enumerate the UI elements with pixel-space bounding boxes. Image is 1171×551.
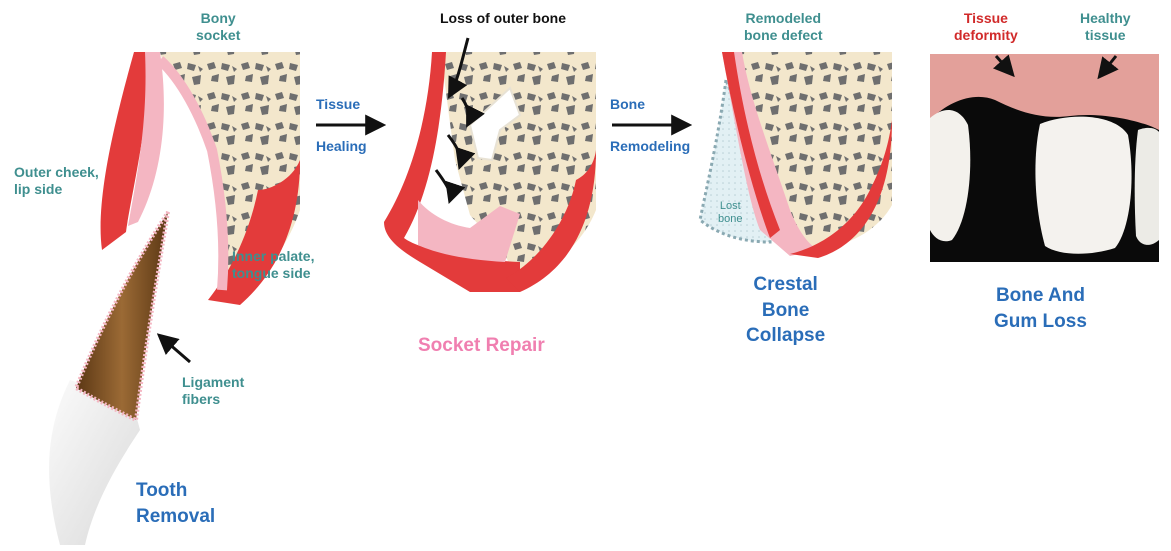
inner-palate-line1: Inner palate,: [232, 248, 315, 264]
inner-palate-line2: tongue side: [232, 264, 311, 281]
stage2-repair-drawing: [384, 37, 596, 292]
bony-socket-line1: Bony: [200, 10, 236, 26]
remodeling-label: Remodeling: [610, 138, 691, 154]
ligament-label: Ligament fibers: [182, 374, 244, 408]
bony-socket-label: Bony socket: [196, 10, 240, 44]
loss-arrow-main: [448, 37, 470, 99]
loss-arrow-3: [434, 169, 466, 204]
ligament-arrow: [156, 333, 191, 364]
outer-wall-inner: [128, 52, 164, 226]
tooth-root: [73, 210, 170, 424]
gum-photo: [930, 54, 1159, 262]
healthy-tissue-label: Healthy tissue: [1080, 10, 1131, 44]
tissue-deformity-line2: deformity: [954, 26, 1018, 43]
outer-cheek-label: Outer cheek, lip side: [14, 164, 99, 198]
repair-white-arrow: [468, 86, 522, 162]
tooth-removal-title: Tooth Removal: [136, 478, 215, 529]
bone-gum-loss-title: Bone And Gum Loss: [994, 283, 1087, 334]
loss-arrow-2: [446, 134, 476, 170]
tooth-crown: [49, 380, 140, 545]
stage3-collapse-drawing: [698, 52, 892, 258]
outer-wall: [100, 52, 150, 250]
collapse-outer-wall: [722, 52, 818, 256]
photo-tooth-left: [930, 109, 971, 242]
tissue-label: Tissue: [316, 96, 361, 112]
bone-gum-loss-line1: Bone And: [995, 285, 1085, 306]
collapse-red-rim: [722, 52, 780, 238]
photo-tooth-right: [1134, 127, 1159, 245]
crestal-line3: Collapse: [746, 325, 826, 347]
lost-bone-label: Lost bone: [718, 200, 742, 226]
healthy-line1: Healthy: [1080, 10, 1131, 26]
remodeled-line1: Remodeled: [745, 10, 822, 26]
tissue-deformity-line1: Tissue: [963, 10, 1008, 26]
photo-tooth-center: [1035, 116, 1132, 254]
tooth-removal-line1: Tooth: [136, 480, 188, 501]
lost-bone-line2: bone: [718, 213, 743, 226]
photo-arrow-deformity: [992, 54, 1015, 78]
lost-bone-line1: Lost: [719, 200, 741, 212]
bone-label: Bone: [610, 96, 645, 112]
stage1-socket-drawing: [49, 52, 300, 545]
healthy-line2: tissue: [1085, 26, 1126, 43]
tooth-removal-line2: Removal: [136, 505, 216, 527]
ligament-line2: fibers: [182, 390, 221, 407]
socket-repair-title: Socket Repair: [418, 335, 545, 356]
inner-gum: [208, 160, 300, 305]
socket-lining: [156, 56, 229, 291]
remodeled-line2: bone defect: [744, 26, 823, 43]
remodeled-bone-defect-label: Remodeled bone defect: [744, 10, 823, 44]
repair-right-gum: [506, 150, 596, 292]
photo-arrow-healthy: [1097, 55, 1119, 80]
crestal-line1: Crestal: [753, 274, 818, 295]
collapse-right-gum: [790, 120, 892, 258]
ligament-line1: Ligament: [182, 374, 245, 390]
crestal-bone-collapse-title: Crestal Bone Collapse: [746, 272, 825, 349]
crestal-line2: Bone: [761, 299, 810, 321]
inner-palate-label: Inner palate, tongue side: [232, 248, 314, 282]
loss-arrow-1: [460, 97, 485, 128]
bone-gum-loss-line2: Gum Loss: [994, 310, 1087, 332]
tissue-deformity-label: Tissue deformity: [954, 10, 1018, 44]
loss-outer-bone-label: Loss of outer bone: [440, 10, 566, 26]
outer-cheek-line1: Outer cheek,: [14, 164, 99, 180]
repair-pink-fill: [418, 200, 520, 262]
outer-cheek-line2: lip side: [14, 180, 63, 197]
bony-socket-line2: socket: [196, 26, 241, 43]
repair-outer-wall: [384, 52, 520, 292]
healing-label: Healing: [316, 138, 367, 154]
